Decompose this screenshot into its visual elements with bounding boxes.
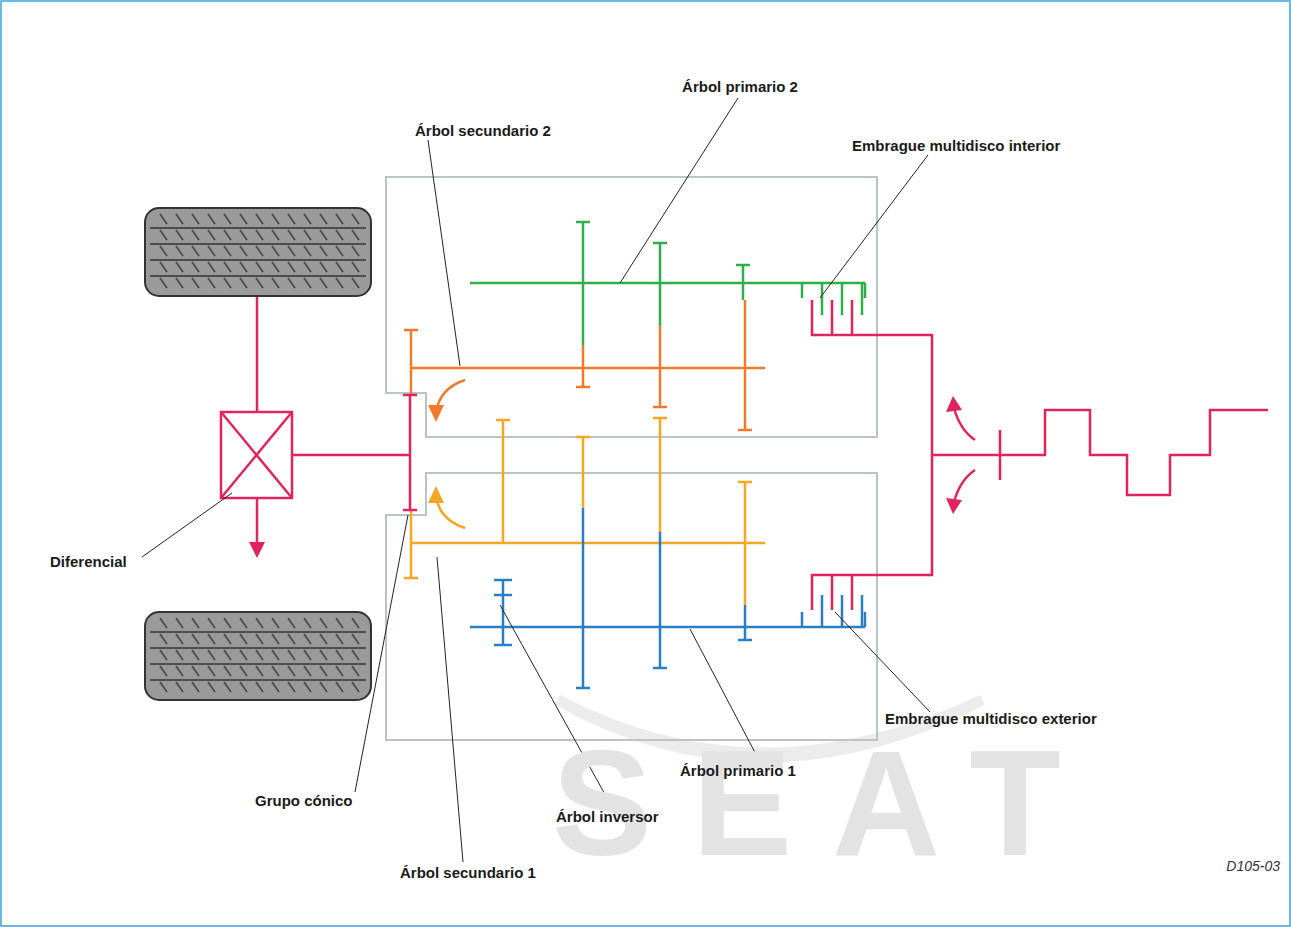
primary-shaft-2: [470, 222, 865, 345]
part-label: Embrague multidisco interior: [852, 137, 1060, 155]
secondary-shaft-2: [404, 300, 765, 430]
part-label: Embrague multidisco exterior: [885, 710, 1097, 728]
part-label: Árbol inversor: [556, 808, 659, 826]
housing-upper: [386, 177, 877, 437]
secondary-shaft-1: [404, 418, 765, 605]
primary-shaft-1: [470, 508, 865, 688]
housing-lower: [386, 473, 877, 740]
drive-line: [221, 262, 1268, 610]
part-label: Árbol primario 1: [680, 762, 796, 780]
part-label: Árbol secundario 2: [415, 122, 551, 140]
part-label: Árbol primario 2: [682, 78, 798, 96]
figure-code: D105-03: [1226, 858, 1280, 874]
tyre: [145, 208, 371, 700]
part-label: Árbol secundario 1: [400, 864, 536, 882]
part-label: Grupo cónico: [255, 792, 353, 810]
part-label: Diferencial: [50, 553, 127, 571]
watermark: SEAT: [552, 728, 1101, 878]
